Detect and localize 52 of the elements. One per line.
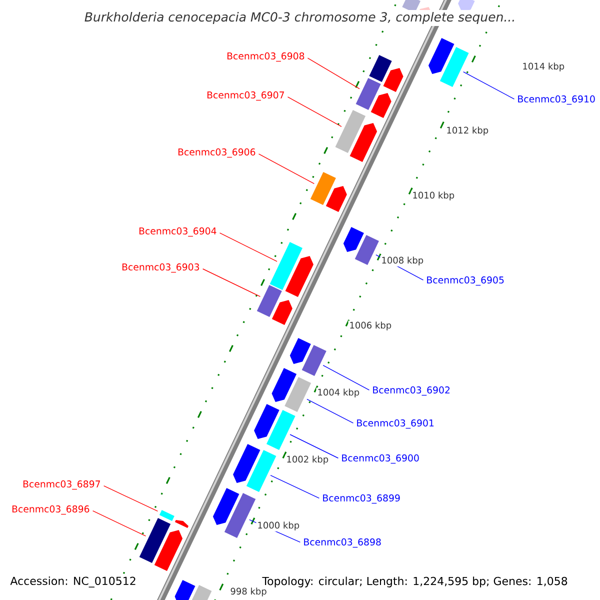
- gene-box: [310, 172, 336, 205]
- gene-box: [139, 518, 171, 564]
- gene-label: Bcenmc03_6897: [23, 480, 100, 490]
- gene-label: Bcenmc03_6908: [227, 52, 304, 62]
- gene-box: [246, 450, 276, 492]
- gene-label: Bcenmc03_6900: [342, 454, 419, 464]
- gene-label: Bcenmc03_6901: [357, 419, 434, 429]
- scale-label: 1000 kbp: [256, 520, 301, 532]
- leader-line: [463, 71, 515, 100]
- scale-label: 1014 kbp: [521, 62, 566, 72]
- gene-box: [266, 410, 296, 450]
- scale-label: 1004 kbp: [316, 388, 361, 398]
- gene-label: Bcenmc03_6904: [139, 227, 216, 237]
- gene-label: Bcenmc03_6907: [207, 91, 284, 101]
- gene-label: Bcenmc03_6902: [373, 386, 450, 396]
- gene-box: [284, 377, 312, 412]
- gene-label: Bcenmc03_6906: [178, 148, 256, 158]
- gene-box: [354, 235, 379, 265]
- leader-line: [322, 364, 370, 390]
- gene-box: [302, 345, 326, 376]
- scale-label: 1006 kbp: [348, 320, 393, 332]
- scale-label: 1012 kbp: [445, 126, 490, 136]
- gene-box: [356, 78, 381, 110]
- gene-box: [335, 110, 366, 153]
- gene-label: Bcenmc03_6905: [427, 276, 504, 286]
- scale-label: 998 kbp: [229, 586, 268, 598]
- gene-box: [224, 493, 256, 538]
- gene-label: Bcenmc03_6896: [12, 505, 90, 515]
- gene-box: [440, 47, 469, 87]
- footer-text: Topology: circular; Length: 1,224,595 bp; Genes: 1,058: [261, 576, 569, 588]
- leader-line: [258, 154, 315, 184]
- title: Burkholderia cenocepacia MC0-3 chromosome 3, complete sequen...: [82, 10, 518, 26]
- scale-label: 1002 kbp: [285, 454, 330, 466]
- gene-box: [256, 285, 282, 317]
- leader-line: [307, 58, 360, 90]
- gene-box: [159, 510, 174, 521]
- footer-text: Accession: NC_010512: [9, 576, 138, 588]
- gene-label: Bcenmc03_6899: [323, 494, 400, 504]
- leader-line: [92, 510, 146, 536]
- leader-line: [103, 486, 158, 512]
- leader-line: [202, 268, 261, 297]
- leader-line: [306, 398, 354, 424]
- leader-line: [290, 434, 339, 458]
- scale-label: 1010 kbp: [411, 190, 456, 202]
- gene-label: Bcenmc03_6898: [304, 538, 381, 548]
- leader-line: [219, 232, 278, 262]
- gene-label: Bcenmc03_6910: [518, 95, 595, 105]
- scale-label: 1008 kbp: [380, 256, 425, 266]
- leader-line: [270, 474, 320, 498]
- gene-box: [270, 242, 302, 290]
- gene-label: Bcenmc03_6903: [122, 263, 200, 273]
- leader-line: [287, 96, 342, 127]
